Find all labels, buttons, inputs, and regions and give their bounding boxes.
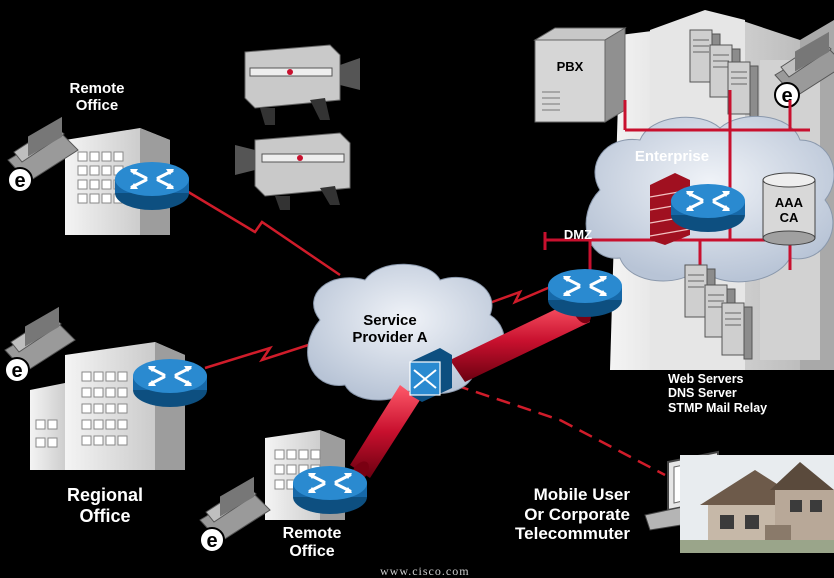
router-icon [131,357,209,409]
service-provider-label: Service Provider A [352,312,428,347]
pbx-label: PBX [556,59,584,74]
mobile-user-label: Mobile User Or Corporate Telecommuter [515,485,630,544]
remote-office-top-label: Remote Office [69,80,125,115]
remote-office-bottom-label: Remote Office [282,525,342,561]
servers-label: Web Servers DNS Server STMP Mail Relay [668,372,768,415]
router-icon [291,464,369,516]
router-icon [546,267,624,319]
footer-url[interactable]: www.cisco.com [380,564,470,578]
router-icon [113,160,191,212]
wan-links [184,188,666,477]
ip-phone-icon [4,305,76,383]
aaa-ca-label: AAA CA [774,195,804,225]
regional-office-label: Regional Office [66,485,143,526]
enterprise-label: Enterprise [634,148,710,165]
video-camera-icon [244,44,360,125]
video-camera-icon [235,132,351,210]
switch-icon [409,348,452,402]
ip-phone-icon [199,475,271,553]
database-icon [762,172,816,246]
pbx-icon [533,27,627,123]
dmz-label: DMZ [563,227,593,242]
router-icon [669,182,747,234]
house-photo [680,455,834,553]
